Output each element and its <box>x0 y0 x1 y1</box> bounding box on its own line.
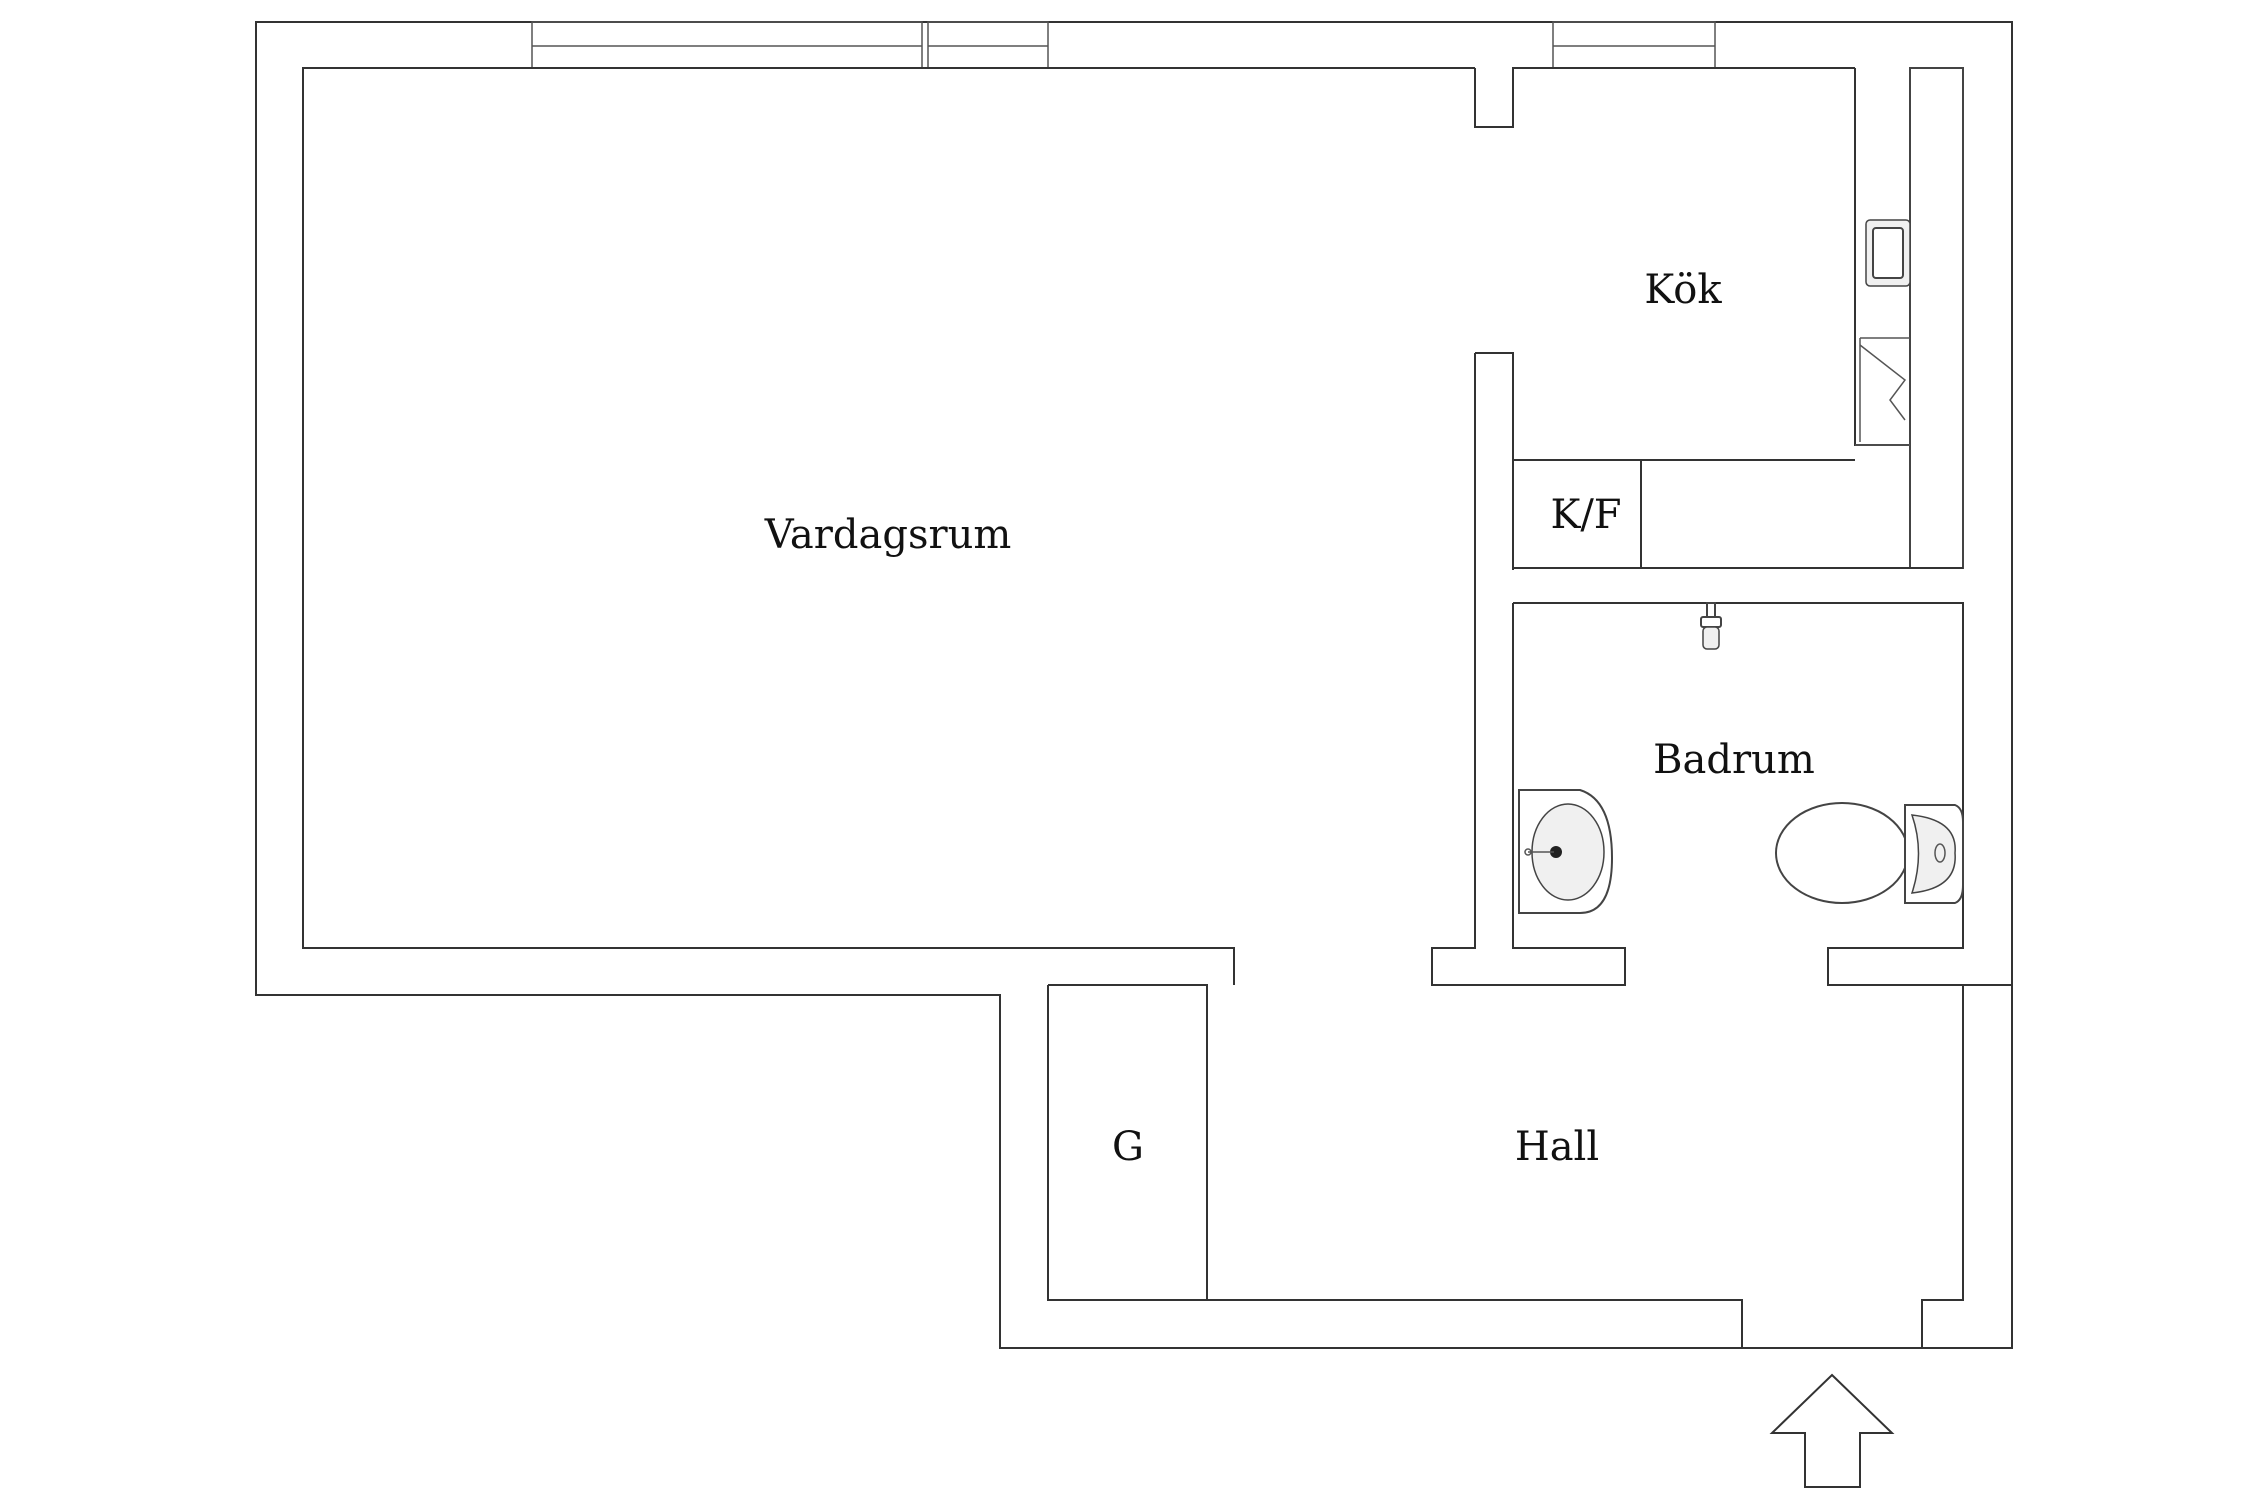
room-kf: K/F <box>1513 459 1963 569</box>
room-label-hall: Hall <box>1515 1124 1599 1170</box>
dishwasher <box>1859 337 1910 442</box>
room-badrum: Badrum <box>1513 602 2012 986</box>
kitchen-counter <box>1909 67 1964 569</box>
room-g: G <box>1047 984 1208 1301</box>
outer-walls <box>255 21 2013 1349</box>
shower-icon <box>1700 602 1722 650</box>
sink-icon <box>1518 789 1614 914</box>
room-label-vardagsrum: Vardagsrum <box>764 512 1012 558</box>
entrance-arrow-icon <box>1769 1373 1895 1488</box>
partition-wall <box>1431 352 1626 986</box>
room-label-kok: Kök <box>1644 267 1722 313</box>
room-hall: Hall <box>1207 985 1964 1348</box>
room-label-g: G <box>1112 1124 1144 1170</box>
room-label-kf: K/F <box>1550 492 1621 538</box>
room-label-badrum: Badrum <box>1653 737 1815 783</box>
windows <box>531 21 1716 69</box>
room-kok: Kök <box>1644 67 1964 569</box>
toilet-icon <box>1775 802 1964 904</box>
room-vardagsrum: Vardagsrum <box>302 67 1475 985</box>
wall-stub-top <box>1474 67 1855 128</box>
